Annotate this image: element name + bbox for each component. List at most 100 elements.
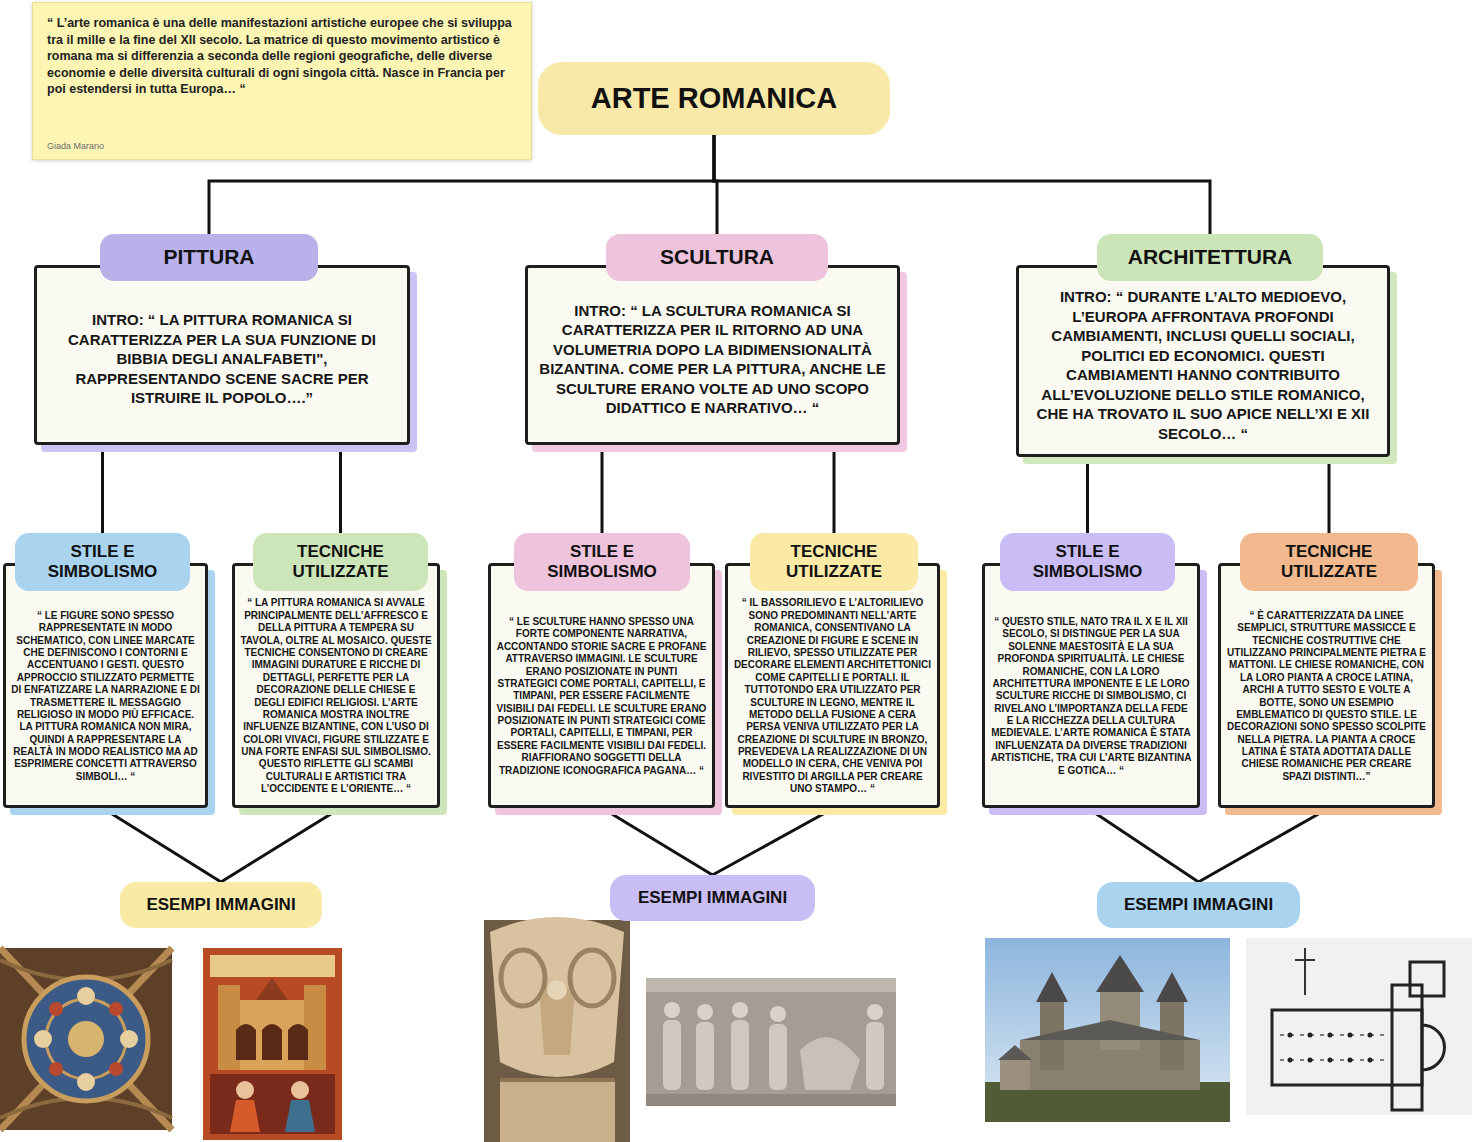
capital-sculpture-part: [570, 950, 614, 1006]
connector-line: [833, 445, 836, 533]
relief-frieze-part: [800, 1037, 860, 1090]
connector-line: [602, 808, 713, 875]
floor-plan: [1246, 938, 1472, 1115]
examples-label: ESEMPI IMMAGINI: [120, 882, 322, 928]
abbey-church-photo-part: [1096, 955, 1144, 992]
abbey-church-photo: [985, 938, 1230, 1122]
box-body: INTRO: “ DURANTE L’ALTO MEDIOEVO, L’EURO…: [1016, 281, 1390, 457]
relief-frieze-part: [697, 1004, 713, 1020]
manuscript-miniature-part: [256, 978, 288, 1000]
sticky-note: “ L’arte romanica è una delle manifestaz…: [32, 2, 532, 160]
title-box: ARTE ROMANICA: [538, 62, 890, 135]
vault-fresco-part: [49, 1062, 63, 1076]
vault-fresco-part: [24, 977, 148, 1101]
capital-sculpture-part: [540, 980, 574, 1055]
vault-fresco-part: [46, 999, 126, 1079]
manuscript-miniature-part: [285, 1100, 315, 1132]
relief-frieze-part: [770, 1006, 786, 1022]
relief-frieze-part: [663, 1020, 681, 1090]
box-heading: STILE E SIMBOLISMO: [514, 533, 690, 591]
manuscript-miniature-part: [210, 955, 335, 977]
relief-frieze: [646, 978, 896, 1106]
floor-plan-part: [1308, 1058, 1313, 1063]
floor-plan-part: [1348, 1058, 1353, 1063]
box-text: “ LA PITTURA ROMANICA SI AVVALE PRINCIPA…: [240, 597, 432, 795]
vault-fresco-part: [34, 1030, 52, 1048]
box-text: “ LE SCULTURE HANNO SPESSO UNA FORTE COM…: [496, 616, 707, 777]
floor-plan-part: [1272, 1010, 1422, 1085]
relief-frieze-part: [646, 978, 896, 1106]
topic-box: STILE E SIMBOLISMO“ QUESTO STILE, NATO T…: [982, 533, 1200, 808]
connector-line: [103, 808, 222, 882]
note-text: “ L’arte romanica è una delle manifestaz…: [47, 15, 517, 98]
connector-line: [1086, 457, 1089, 533]
box-heading: TECNICHE UTILIZZATE: [750, 533, 918, 591]
abbey-church-photo-part: [1100, 990, 1140, 1050]
box-body: “ LE SCULTURE HANNO SPESSO UNA FORTE COM…: [488, 591, 715, 808]
connector-line: [714, 135, 1210, 234]
box-text: INTRO: “ LA SCULTURA ROMANICA SI CARATTE…: [539, 301, 886, 418]
manuscript-miniature-part: [236, 1081, 254, 1099]
box-text: “ LE FIGURE SONO SPESSO RAPPRESENTATE IN…: [11, 610, 200, 783]
vault-fresco-part: [68, 1021, 104, 1057]
abbey-church-photo-part: [1020, 1020, 1200, 1040]
connector-line: [1328, 457, 1331, 533]
box-text: “ QUESTO STILE, NATO TRA IL X E IL XII S…: [990, 616, 1192, 777]
connector-line: [1088, 808, 1199, 882]
connector-line: [601, 445, 604, 533]
relief-frieze-part: [867, 1004, 883, 1020]
abbey-church-photo-part: [1000, 1060, 1030, 1090]
floor-plan-part: [1368, 1033, 1373, 1038]
floor-plan-part: [1288, 1058, 1293, 1063]
capital-sculpture-part: [500, 1080, 615, 1142]
connector-line: [339, 445, 342, 533]
floor-plan-part: [1295, 948, 1315, 995]
floor-plan-part: [1410, 962, 1444, 996]
examples-label: ESEMPI IMMAGINI: [610, 875, 815, 921]
manuscript-miniature-part: [236, 1024, 308, 1060]
box-body: “ QUESTO STILE, NATO TRA IL X E IL XII S…: [982, 591, 1200, 808]
vault-fresco-part: [120, 1030, 138, 1048]
abbey-church-photo-part: [998, 1045, 1032, 1060]
floor-plan-part: [1348, 1033, 1353, 1038]
box-text: “ È CARATTERIZZATA DA LINEE SEMPLICI, ST…: [1226, 610, 1427, 783]
box-body: “ LE FIGURE SONO SPESSO RAPPRESENTATE IN…: [3, 591, 208, 808]
manuscript-miniature-part: [203, 948, 342, 1140]
box-heading: TECNICHE UTILIZZATE: [1240, 533, 1418, 591]
relief-frieze-part: [646, 978, 896, 992]
vault-fresco-part: [77, 987, 95, 1005]
box-text: INTRO: “ DURANTE L’ALTO MEDIOEVO, L’EURO…: [1030, 287, 1376, 443]
title-text: ARTE ROMANICA: [591, 82, 838, 115]
relief-frieze-part: [696, 1022, 714, 1090]
relief-frieze-part: [769, 1024, 787, 1090]
examples-text: ESEMPI IMMAGINI: [146, 895, 295, 915]
box-heading: STILE E SIMBOLISMO: [15, 533, 190, 591]
floor-plan-part: [1392, 985, 1422, 1110]
vault-fresco: [0, 948, 172, 1130]
floor-plan-part: [1246, 938, 1472, 1115]
box-heading: SCULTURA: [606, 234, 828, 281]
connector-line: [221, 808, 341, 882]
connector-line: [101, 445, 104, 533]
box-heading: TECNICHE UTILIZZATE: [253, 533, 428, 591]
floor-plan-part: [1368, 1058, 1373, 1063]
manuscript-miniature-part: [230, 1100, 260, 1132]
capital-sculpture-part: [501, 950, 545, 1006]
box-body: INTRO: “ LA SCULTURA ROMANICA SI CARATTE…: [525, 281, 900, 445]
vault-fresco-part: [0, 948, 172, 1130]
capital-sculpture-part: [547, 980, 567, 1000]
section-box: ARCHITETTURA INTRO: “ DURANTE L’ALTO MEDI…: [1016, 234, 1390, 457]
topic-box: TECNICHE UTILIZZATE “ È CARATTERIZZATA DA…: [1218, 533, 1435, 808]
floor-plan-part: [1308, 1033, 1313, 1038]
abbey-church-photo-part: [1036, 972, 1068, 1002]
box-text: INTRO: “ LA PITTURA ROMANICA SI CARATTER…: [48, 310, 396, 408]
examples-text: ESEMPI IMMAGINI: [1124, 895, 1273, 915]
floor-plan-part: [1328, 1058, 1333, 1063]
capital-sculpture: [484, 917, 630, 1142]
examples-text: ESEMPI IMMAGINI: [638, 888, 787, 908]
section-box: PITTURAINTRO: “ LA PITTURA ROMANICA SI C…: [34, 234, 410, 445]
box-heading: ARCHITETTURA: [1097, 234, 1323, 281]
box-body: “ IL BASSORILIEVO E L’ALTORILIEVO SONO P…: [725, 591, 940, 808]
topic-box: STILE E SIMBOLISMO “ LE FIGURE SONO SPESS…: [3, 533, 208, 808]
